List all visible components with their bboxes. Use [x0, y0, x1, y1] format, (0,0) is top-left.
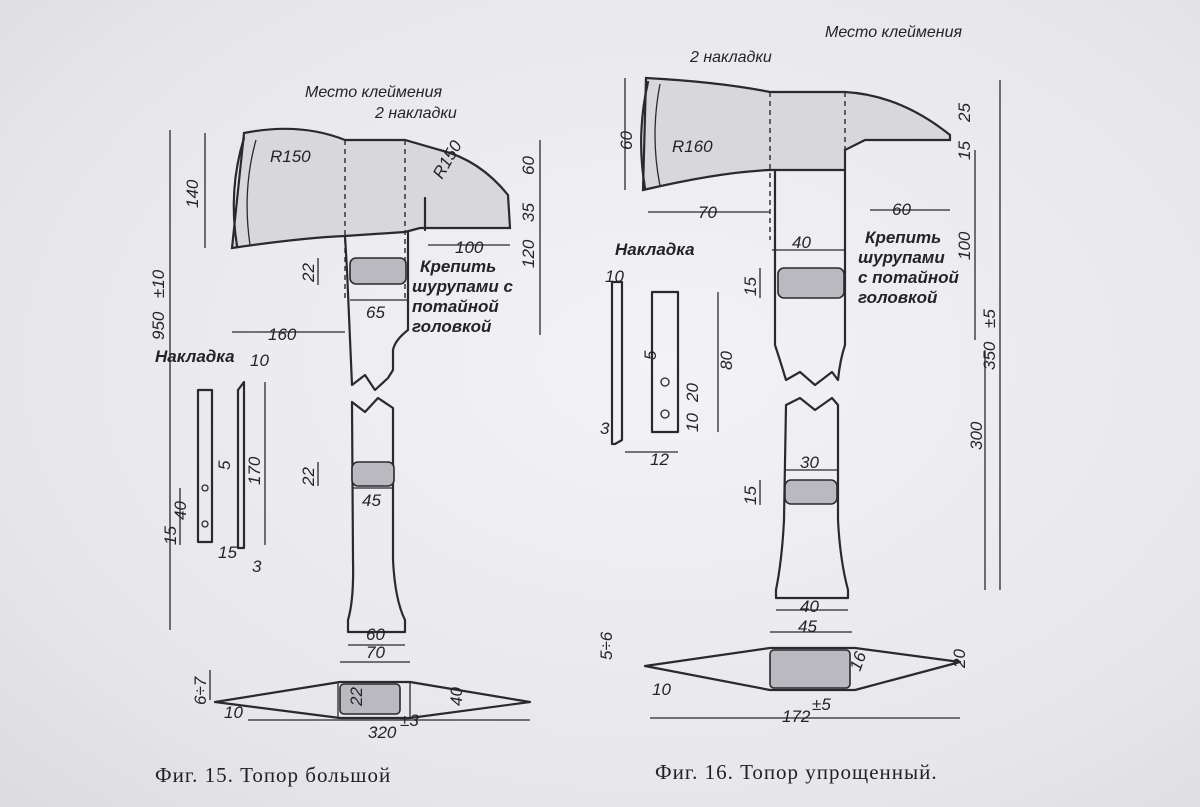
- fig15-dim-120: 120: [519, 239, 538, 268]
- fig15-dim-3: 3: [252, 557, 262, 576]
- fig16-dim-15b: 15: [741, 277, 760, 296]
- fig16-dim-80: 80: [717, 351, 736, 370]
- fig16-blade-edge: [640, 80, 650, 190]
- fig16-label-brand-place: Место клеймения: [825, 24, 962, 41]
- fig15-label-brand-place: Место клеймения: [305, 84, 442, 101]
- fig16-dim-12: 12: [650, 450, 669, 469]
- fig16-dim-25: 25: [955, 103, 974, 123]
- fig15-dim-950: 950: [149, 311, 168, 340]
- fig16-dim-100: 100: [955, 231, 974, 260]
- fig15-dim-170: 170: [245, 456, 264, 485]
- fig15-label-plate: Накладка: [155, 347, 235, 366]
- fig15-dim-320: 320: [368, 723, 397, 742]
- fig16-handle-lower: [774, 396, 850, 600]
- fig16-wrap-lower: [784, 479, 838, 505]
- fig16-caption: Фиг. 16. Топор упрощенный.: [655, 760, 938, 784]
- fig16-dim-r-blade: R160: [672, 137, 713, 156]
- fig15-wrap-lower: [351, 461, 395, 487]
- fig15-dim-100: 100: [455, 238, 484, 257]
- fig15-blade-edge: [232, 136, 246, 248]
- fig16-dim-15c: 15: [741, 486, 760, 505]
- fig16-dim-10: 10: [605, 267, 624, 286]
- fig16-dim-350: 350: [980, 341, 999, 370]
- fig15-dim-top22: 22: [347, 687, 366, 707]
- fig15-dim-15a: 15: [161, 526, 180, 545]
- fig15-label-fasten-2: шурупами с: [412, 277, 513, 296]
- fig15-axe-head: [230, 127, 512, 250]
- fig16-dim-top10: 10: [652, 680, 671, 699]
- fig16-dim-60b: 60: [892, 200, 911, 219]
- fig16-label-plate: Накладка: [615, 240, 695, 259]
- fig15-dim-35: 35: [519, 203, 538, 222]
- fig15-label-fasten-3: потайной: [412, 297, 499, 316]
- fig15-dim-6-7: 6÷7: [191, 676, 210, 705]
- fig15-dim-70: 70: [366, 643, 385, 662]
- fig15-wrap-upper: [349, 257, 407, 285]
- fig16-dim-5: 5: [641, 350, 660, 360]
- fig15-plate-front: [196, 388, 214, 544]
- fig15-axe: [169, 127, 541, 721]
- fig15-dim-65: 65: [366, 303, 385, 322]
- fig15-caption: Фиг. 15. Топор большой: [155, 763, 391, 787]
- fig16-handle-upper: [773, 168, 847, 387]
- fig15-dim-45: 45: [362, 491, 381, 510]
- fig16-dim-5-6: 5÷6: [597, 631, 616, 660]
- fig15-handle-lower: [346, 396, 407, 634]
- fig15-handle-upper: [343, 230, 410, 392]
- fig15-dim-15b: 15: [218, 543, 237, 562]
- fig16-dim-40a: 40: [792, 233, 811, 252]
- fig15-dim-40: 40: [171, 501, 190, 520]
- fig16-dim-300: 300: [967, 421, 986, 450]
- fig16-dim-45: 45: [798, 617, 817, 636]
- fig15-label-two-plates: 2 накладки: [374, 105, 457, 122]
- fig16-dim-15a: 15: [955, 141, 974, 160]
- fig16-dim-10b: 10: [683, 413, 702, 432]
- fig15-dim-140: 140: [183, 179, 202, 208]
- fig16-dim-30: 30: [800, 453, 819, 472]
- fig16-dim-60: 60: [617, 131, 636, 150]
- fig16-label-fasten-2: шурупами: [858, 248, 945, 267]
- fig15-dim-60: 60: [519, 156, 538, 175]
- fig16-label-fasten-3: с потайной: [858, 268, 960, 287]
- fig16-plate-front: [650, 290, 680, 434]
- fig16-dim-172: 172: [782, 707, 811, 726]
- fig15-dim-5: 5: [215, 460, 234, 470]
- fig15-blade-bevel: [246, 139, 257, 246]
- fig16-top-view: [643, 646, 962, 692]
- fig15-dim-950-tol: ±10: [149, 269, 168, 298]
- fig16-label-fasten-1: Крепить: [865, 228, 941, 247]
- fig16-dim-350-tol: ±5: [980, 309, 999, 328]
- fig15-dim-top40: 40: [447, 687, 466, 706]
- fig15-dim-60-bottom: 60: [366, 625, 385, 644]
- fig16-label-two-plates: 2 накладки: [689, 49, 772, 66]
- fig15-dim-160: 160: [268, 325, 297, 344]
- fig15-dim-22b: 22: [299, 467, 318, 487]
- fig16-blade-bevel: [654, 83, 661, 187]
- fig16-dim-20: 20: [683, 383, 702, 403]
- fig16-dim-70: 70: [698, 203, 717, 222]
- fig16-dim-top20: 20: [950, 649, 969, 669]
- fig16-plate-side: [610, 280, 624, 446]
- fig15-dim-r-blade: R150: [270, 147, 311, 166]
- fig16-wrap-upper: [777, 267, 845, 299]
- fig16-axe-head: [641, 76, 952, 192]
- fig15-dim-top10: 10: [224, 703, 243, 722]
- fig16-dim-40b: 40: [800, 597, 819, 616]
- fig15-dim-22a: 22: [299, 263, 318, 283]
- fig16-dim-3: 3: [600, 419, 610, 438]
- fig16-axe: [610, 76, 1001, 719]
- fig15-plate-side: [236, 380, 246, 550]
- fig16-label-fasten-4: головкой: [858, 288, 938, 307]
- fig15-dim-320-tol: ±3: [400, 711, 419, 730]
- fig15-label-fasten-1: Крепить: [420, 257, 496, 276]
- fig15-label-fasten-4: головкой: [412, 317, 492, 336]
- fig16-dim-172-tol: ±5: [812, 695, 831, 714]
- fig15-dim-10: 10: [250, 351, 269, 370]
